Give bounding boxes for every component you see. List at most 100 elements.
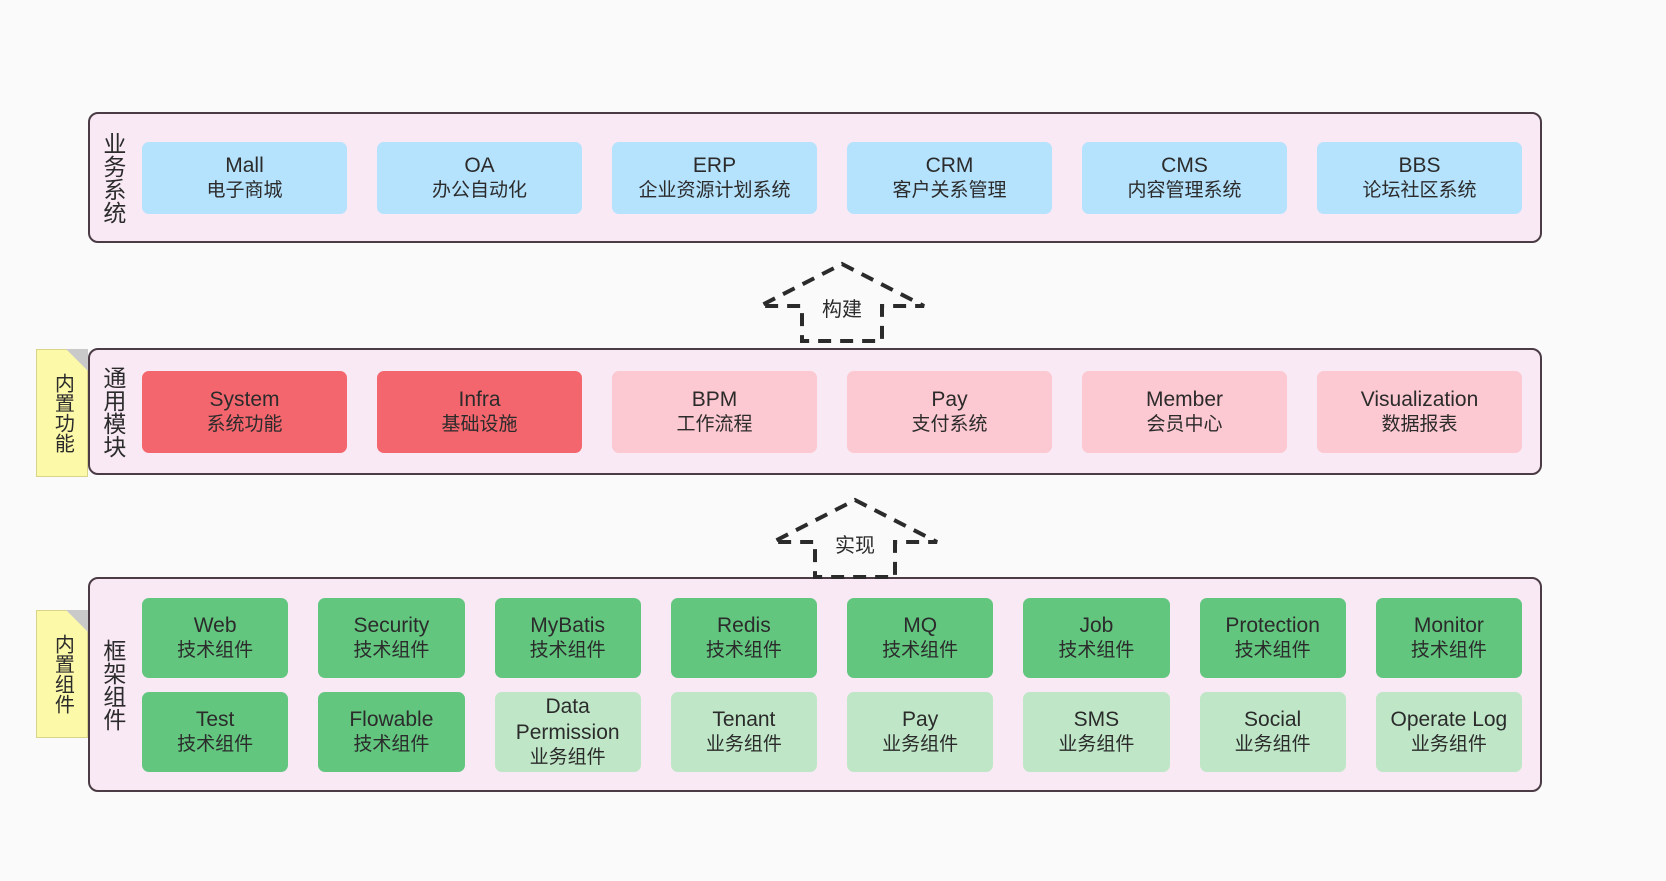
card-row: Mall 电子商城 OA 办公自动化 ERP 企业资源计划系统 CRM 客户关系… [142,141,1522,214]
card-cn-label: 技术组件 [177,733,254,755]
note-builtin-component: 内置组件 [36,610,88,738]
layer-common-modules: 通用模块 System 系统功能 Infra 基础设施 BPM 工作流程 Pay… [88,348,1542,475]
card-infra[interactable]: Infra 基础设施 [377,370,582,453]
card-cn-label: 业务组件 [705,733,782,755]
card-cn-label: 办公自动化 [431,179,527,201]
card-cn-label: 技术组件 [177,639,254,661]
card-data-permission[interactable]: Data Permission 业务组件 [494,691,641,772]
card-en-label: SMS [1073,708,1120,732]
connector-implement-arrow: 实现 [770,497,940,579]
card-row: Web 技术组件 Security 技术组件 MyBatis 技术组件 Redi… [142,597,1522,678]
card-pay-business[interactable]: Pay 业务组件 [847,691,994,772]
card-en-label: Job [1079,614,1114,638]
card-cn-label: 业务组件 [1410,733,1487,755]
card-redis[interactable]: Redis 技术组件 [670,597,817,678]
card-operate-log[interactable]: Operate Log 业务组件 [1375,691,1522,772]
connector-build-arrow: 构建 [757,261,927,343]
card-en-label: Tenant [712,708,776,732]
card-cn-label: 支付系统 [911,413,988,435]
card-en-label: MQ [903,614,938,638]
card-en-label: Monitor [1413,614,1484,638]
dashed-hollow-arrow-up-icon [759,261,925,343]
card-row: Test 技术组件 Flowable 技术组件 Data Permission … [142,691,1522,772]
card-bpm[interactable]: BPM 工作流程 [612,370,817,453]
card-member[interactable]: Member 会员中心 [1082,370,1287,453]
card-cn-label: 内容管理系统 [1127,179,1242,201]
card-crm[interactable]: CRM 客户关系管理 [847,141,1052,214]
card-cn-label: 论坛社区系统 [1362,179,1477,201]
card-social[interactable]: Social 业务组件 [1199,691,1346,772]
card-en-label: BPM [691,388,738,412]
card-cn-label: 技术组件 [882,639,959,661]
layer-business-systems: 业务系统 Mall 电子商城 OA 办公自动化 ERP 企业资源计划系统 CRM… [88,112,1542,243]
connector-label-implement: 实现 [835,535,875,557]
card-tenant[interactable]: Tenant 业务组件 [670,691,817,772]
card-protection[interactable]: Protection 技术组件 [1199,597,1346,678]
layer-title-common: 通用模块 [99,365,126,458]
card-monitor[interactable]: Monitor 技术组件 [1375,597,1522,678]
card-en-label: MyBatis [530,614,605,638]
card-cn-label: 系统功能 [206,413,283,435]
card-en-label: BBS [1398,154,1441,178]
card-en-label: Pay [931,388,968,412]
dashed-hollow-arrow-up-icon [772,497,938,579]
card-cn-label: 技术组件 [353,639,430,661]
card-mall[interactable]: Mall 电子商城 [142,141,347,214]
card-en-label: Operate Log [1390,708,1508,732]
card-flowable[interactable]: Flowable 技术组件 [318,691,465,772]
card-security[interactable]: Security 技术组件 [318,597,465,678]
card-en-label: Web [193,614,237,638]
card-cn-label: 业务组件 [529,746,606,768]
card-system[interactable]: System 系统功能 [142,370,347,453]
card-cn-label: 技术组件 [1410,639,1487,661]
card-sms[interactable]: SMS 业务组件 [1023,691,1170,772]
card-row: System 系统功能 Infra 基础设施 BPM 工作流程 Pay 支付系统… [142,370,1522,453]
card-en-label: Visualization [1360,388,1479,412]
card-en-label: Security [353,614,430,638]
card-cn-label: 业务组件 [1058,733,1135,755]
card-cn-label: 工作流程 [676,413,753,435]
card-cn-label: 基础设施 [441,413,518,435]
card-en-label: Redis [717,614,771,638]
card-oa[interactable]: OA 办公自动化 [377,141,582,214]
card-cn-label: 企业资源计划系统 [638,179,791,201]
card-pay[interactable]: Pay 支付系统 [847,370,1052,453]
card-cn-label: 业务组件 [1234,733,1311,755]
card-cn-label: 业务组件 [882,733,959,755]
card-en-label: Member [1145,388,1224,412]
note-builtin-function: 内置功能 [36,349,88,477]
card-en-label: Flowable [349,708,434,732]
card-cms[interactable]: CMS 内容管理系统 [1082,141,1287,214]
card-cn-label: 技术组件 [353,733,430,755]
card-en-label: Social [1244,708,1302,732]
connector-label-build: 构建 [822,299,862,321]
card-mybatis[interactable]: MyBatis 技术组件 [494,597,641,678]
card-en-label: CRM [925,154,974,178]
card-cn-label: 技术组件 [1234,639,1311,661]
card-job[interactable]: Job 技术组件 [1023,597,1170,678]
card-en-label: ERP [692,154,737,178]
note-label: 内置功能 [51,373,74,453]
card-erp[interactable]: ERP 企业资源计划系统 [612,141,817,214]
card-visualization[interactable]: Visualization 数据报表 [1317,370,1522,453]
layer-title-framework: 框架组件 [99,638,126,731]
card-cn-label: 会员中心 [1146,413,1223,435]
card-web[interactable]: Web 技术组件 [142,597,289,678]
card-en-label: OA [464,154,495,178]
card-test[interactable]: Test 技术组件 [142,691,289,772]
card-bbs[interactable]: BBS 论坛社区系统 [1317,141,1522,214]
card-en-label: Mall [225,154,264,178]
layer-body-framework: Web 技术组件 Security 技术组件 MyBatis 技术组件 Redi… [134,579,1540,790]
card-cn-label: 客户关系管理 [892,179,1007,201]
card-en-label: CMS [1161,154,1208,178]
layer-framework-components: 框架组件 Web 技术组件 Security 技术组件 MyBatis 技术组件… [88,577,1542,792]
card-cn-label: 技术组件 [1058,639,1135,661]
layer-body-common: System 系统功能 Infra 基础设施 BPM 工作流程 Pay 支付系统… [134,350,1540,473]
card-cn-label: 技术组件 [529,639,606,661]
card-cn-label: 数据报表 [1381,413,1458,435]
card-en-label: Protection [1225,614,1320,638]
layer-title-business: 业务系统 [99,131,126,224]
layer-body-business: Mall 电子商城 OA 办公自动化 ERP 企业资源计划系统 CRM 客户关系… [134,114,1540,241]
card-mq[interactable]: MQ 技术组件 [847,597,994,678]
